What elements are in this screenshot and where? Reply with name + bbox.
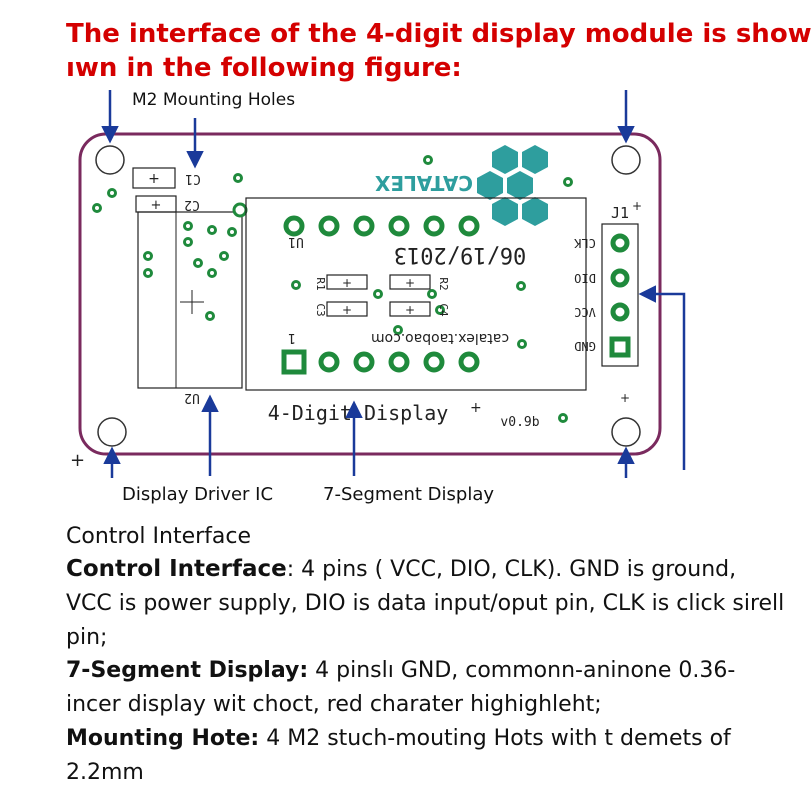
driver-ic-outline [137, 211, 243, 389]
pin-label-dio: DIO [574, 271, 596, 285]
display-pins-top [283, 215, 480, 237]
header-label: J1 [611, 204, 629, 222]
resistor-r1 [326, 274, 368, 290]
svg-text:+: + [151, 198, 162, 213]
svg-text:+: + [405, 303, 415, 317]
mounting-hole-br [611, 417, 641, 447]
silk-u2: U2 [184, 390, 200, 405]
callout-mounting-holes: M2 Mounting Holes [132, 90, 296, 110]
callout-segment-display: 7-Segment Display [323, 484, 495, 505]
silk-c3: C3 [314, 303, 327, 316]
pin-label-clk: CLK [573, 236, 595, 250]
vias [92, 155, 573, 423]
paragraph-mounting-hole: Mounting Hote: 4 M2 stuch-mouting Hots w… [66, 722, 786, 790]
svg-text:+: + [148, 171, 160, 187]
silk-c1: C1 [185, 171, 201, 186]
body-subtitle: Control Interface [66, 524, 252, 549]
paragraph-segment-display: 7-Segment Display: 4 pinslı GND, commonn… [66, 654, 786, 722]
svg-text:+: + [405, 276, 415, 290]
version-text: v0.9b [500, 415, 539, 430]
heading-line-1: The interface of the 4-digit display mod… [66, 19, 812, 49]
silk-1: 1 [288, 330, 296, 345]
paragraph-3-text: 4 M2 stuch-mouting Hots with t demets of… [66, 726, 731, 785]
paragraph-1-text: : 4 pins ( VCC, DIO, CLK). GND is ground… [66, 557, 785, 650]
board-name: 4-Digit Display [268, 401, 449, 425]
module-diagram: CATALEX + C1 + C2 U2 [70, 90, 686, 478]
svg-text:+: + [342, 303, 352, 317]
callout-arrows [101, 90, 686, 478]
svg-text:+: + [342, 276, 352, 290]
url-text: catalex.taobao.com [371, 330, 509, 346]
paragraph-1-bold: Control Interface [66, 556, 287, 582]
silk-r2: R2 [437, 277, 450, 290]
catalex-hex-logo [477, 145, 548, 226]
paragraph-2-bold: 7-Segment Display: [66, 658, 309, 683]
paragraph-2-text: 4 pinslı GND, commonn-aninone 0.36-incer… [66, 658, 736, 717]
svg-text:+: + [70, 450, 85, 471]
brand-text: CATALEX [374, 171, 473, 195]
display-pins-bottom [281, 349, 480, 375]
mounting-hole-tl [95, 145, 125, 175]
segment-display-outline [245, 197, 587, 391]
capacitor-c1 [132, 167, 176, 189]
paragraph-3-bold: Mounting Hote: [66, 726, 260, 751]
silk-r1: R1 [314, 277, 327, 290]
header-outline [601, 223, 639, 367]
mounting-hole-bl [97, 417, 127, 447]
callout-driver-ic: Display Driver IC [122, 484, 274, 505]
paragraph-control-interface: Control Interface: 4 pins ( VCC, DIO, CL… [66, 552, 786, 655]
pin-label-vcc: VCC [574, 305, 596, 319]
svg-text:+: + [632, 199, 642, 213]
silk-u1: U1 [288, 234, 304, 249]
silk-c4: C4 [437, 303, 450, 317]
pin1-dot [232, 202, 248, 218]
pin-label-gnd: GND [574, 339, 596, 353]
svg-text:+: + [470, 400, 482, 416]
svg-text:+: + [620, 391, 630, 405]
mounting-hole-tr [611, 145, 641, 175]
resistor-r2 [389, 274, 431, 290]
heading-line-2: ıwn in the following figure: [66, 53, 462, 83]
capacitor-c3 [326, 301, 368, 317]
capacitor-c4 [389, 301, 431, 317]
silk-c2: C2 [184, 197, 200, 212]
date-text: 06/19/2013 [394, 242, 526, 267]
header-pins [609, 233, 631, 358]
